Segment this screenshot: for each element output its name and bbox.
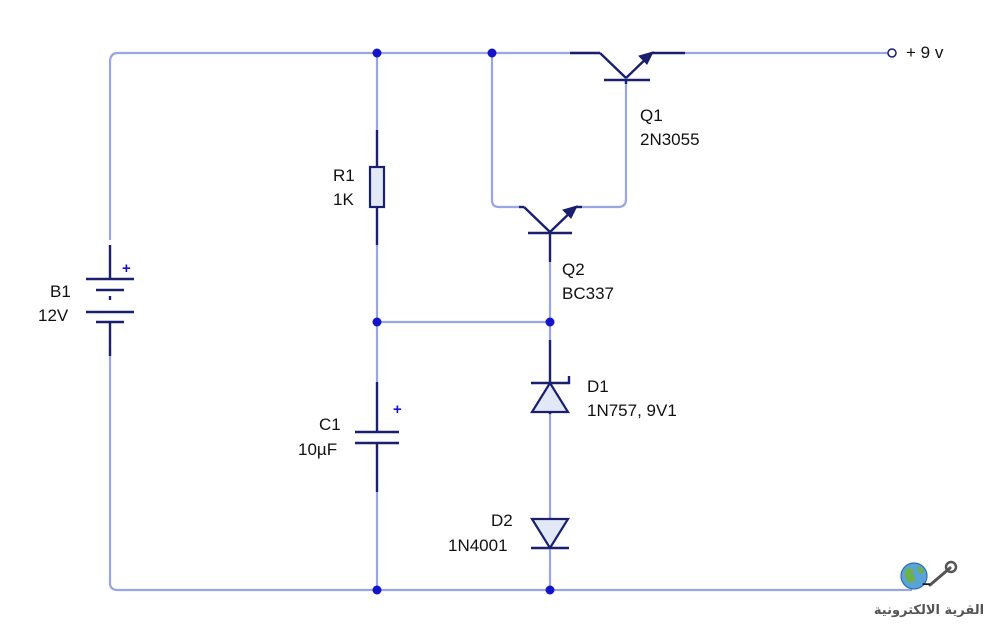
output-terminal: [887, 48, 897, 58]
d1-ref-label: D1: [587, 377, 609, 396]
q2-ref-label: Q2: [562, 260, 585, 279]
globe-icon: [900, 562, 928, 590]
b1-value-label: 12V: [38, 306, 69, 325]
q1-value-label: 2N3055: [640, 130, 700, 149]
watermark-text: القرية الالكترونية: [874, 603, 984, 618]
r1-value-label: 1K: [333, 190, 354, 209]
c1-ref-label: C1: [319, 415, 341, 434]
diode-d2: [530, 517, 570, 551]
q2-value-label: BC337: [562, 284, 614, 303]
r1-ref-label: R1: [333, 166, 355, 185]
watermark-logo: القرية الالكترونية: [874, 560, 984, 618]
bottom-left-corner: [108, 582, 119, 592]
q1-ref-label: Q1: [640, 106, 663, 125]
b1-ref-label: B1: [50, 282, 71, 301]
transistor-q1: [570, 51, 685, 84]
d2-ref-label: D2: [491, 511, 513, 530]
d1-value-label: 1N757, 9V1: [587, 401, 677, 420]
q1-base-wire: [580, 82, 628, 209]
node-mid-right: [545, 317, 555, 327]
capacitor-c1: [355, 382, 399, 492]
junction-nodes: [372, 48, 555, 595]
battery-b1: [80, 240, 140, 356]
resistor-r1: [368, 130, 386, 245]
wrench-icon: [928, 560, 958, 587]
node-top-r1: [372, 48, 382, 58]
node-mid-left: [372, 317, 382, 327]
top-left-corner: [108, 51, 119, 63]
output-label: + 9 v: [906, 43, 944, 62]
node-bottom-d2: [545, 585, 555, 595]
d2-value-label: 1N4001: [448, 536, 508, 555]
output-minus-sign: −: [922, 576, 931, 593]
q2-collector-wire: [490, 53, 524, 209]
transistor-q2: [519, 205, 582, 262]
node-top-q2: [487, 48, 497, 58]
battery-plus-sign: +: [122, 260, 131, 277]
c1-value-label: 10µF: [298, 440, 337, 459]
capacitor-plus-sign: +: [393, 401, 402, 418]
node-bottom-c1: [372, 585, 382, 595]
zener-diode-d1: [530, 340, 571, 414]
wires: [108, 51, 912, 592]
